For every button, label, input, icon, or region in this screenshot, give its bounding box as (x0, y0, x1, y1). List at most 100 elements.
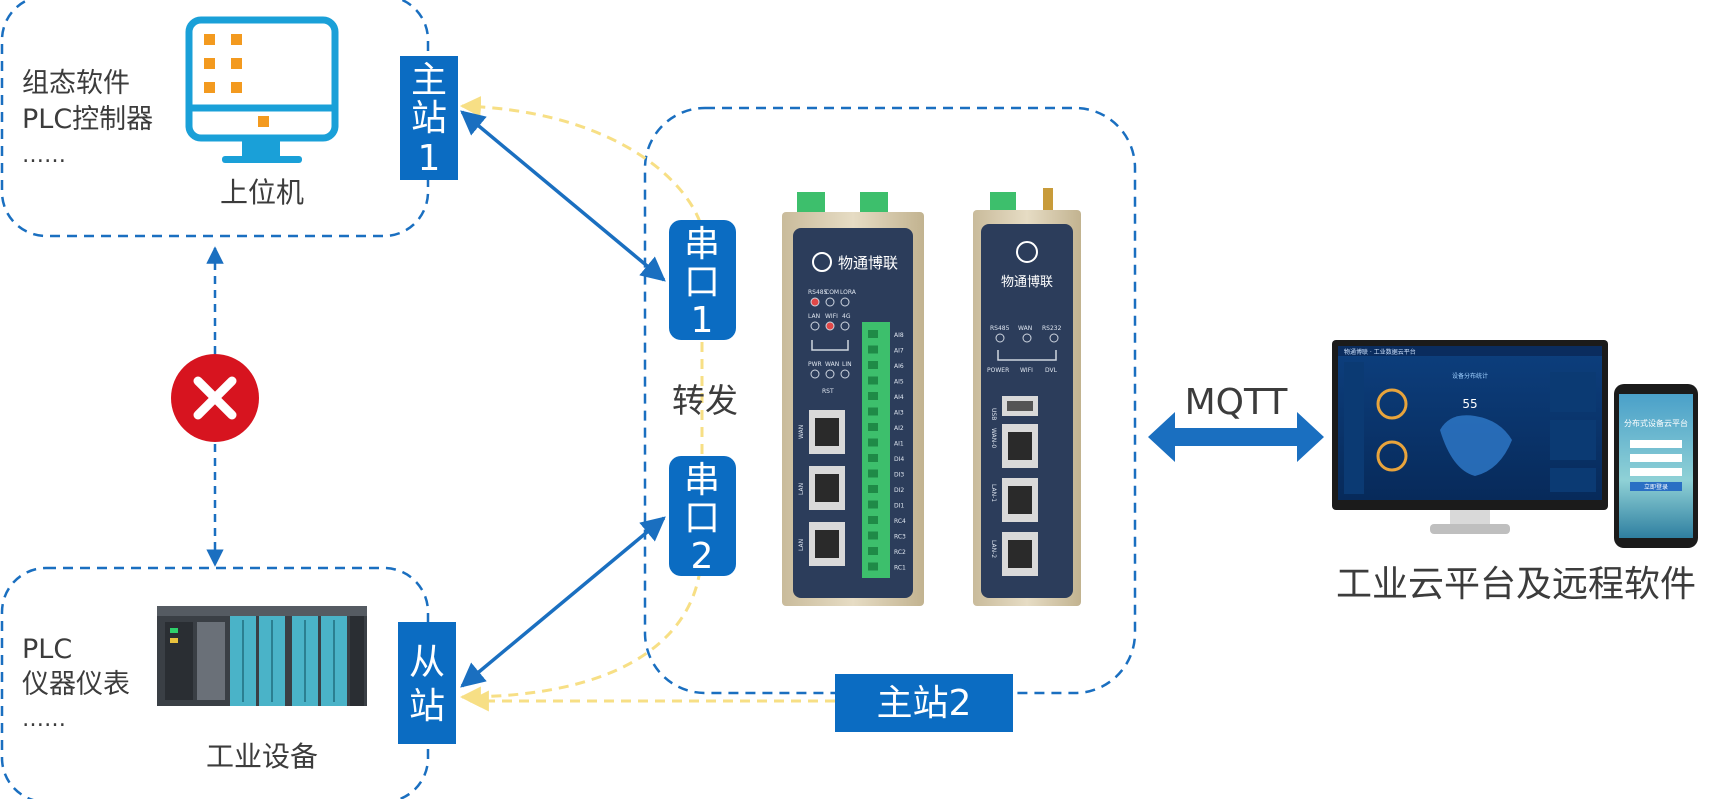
left-rst-label: RST (822, 388, 834, 395)
cloud-mobile-phone: 分布式设备云平台 立即登录 (1614, 384, 1698, 548)
left-led-label-1-1: RS485 (808, 289, 828, 296)
terminal-screw (868, 438, 878, 447)
left-led-label-3-1: PWR (808, 361, 822, 368)
left-led-label-2-3: 4G (842, 313, 851, 320)
x-mark-icon (171, 354, 259, 442)
phone-login-button: 立即登录 (1644, 483, 1668, 491)
left-led-label-3-2: WAN (825, 361, 839, 368)
serial2-char-1: 串 (684, 460, 720, 501)
left-unit-brand: 物通博联 (838, 254, 898, 272)
left-led-label-1-3: LORA (840, 289, 857, 296)
terminal-label: RC2 (894, 549, 906, 556)
serial2-char-2: 口 (684, 498, 720, 539)
serial1-char-2: 口 (684, 262, 720, 303)
dashboard-number: 55 (1462, 397, 1477, 411)
master-station-2-tag: 主站2 (835, 674, 1013, 732)
terminal-screw (868, 516, 878, 524)
right-port-label-1: USB (990, 408, 997, 420)
right-led2-label-3: DVL (1045, 367, 1058, 374)
upper-computer-caption: 上位机 (220, 176, 304, 209)
master1-char-3: 1 (418, 138, 441, 179)
terminal-screw (868, 407, 878, 416)
field-device-caption: 工业设备 (206, 740, 318, 773)
phone-title: 分布式设备云平台 (1624, 418, 1688, 428)
terminal-label: AI4 (894, 394, 904, 401)
right-port-label-2: WAN-0 (990, 428, 997, 448)
slave-char-2: 站 (409, 686, 445, 727)
terminal-screw (868, 376, 878, 385)
terminal-screw (868, 500, 878, 509)
mqtt-double-arrow (1148, 412, 1324, 462)
terminal-screw (868, 454, 878, 462)
left-led-label-3-3: LIN (842, 361, 852, 368)
left-port-label-2: LAN (798, 483, 805, 495)
left-led-label-1-2: COM (825, 289, 839, 296)
upper-computer-line-2: PLC控制器 (22, 104, 153, 135)
right-led2-label-2: WIFI (1020, 367, 1033, 374)
serial-port-2-tag: 串 口 2 (669, 456, 736, 577)
field-device-line-2: 仪器仪表 (22, 669, 130, 700)
terminal-screw (868, 485, 878, 493)
cloud-dashboard-monitor: 物通博联 · 工业数据云平台 设备分布统计 55 (1332, 340, 1608, 534)
master2-label: 主站2 (877, 683, 972, 724)
gateway-device-left: 物通博联 RS485 COM LORA LAN WIFI 4G PWR WAN … (782, 192, 924, 606)
upper-computer-line-1: 组态软件 (22, 68, 130, 99)
terminal-labels: AI8AI7AI6AI5AI4AI3AI2AI1DI4DI3DI2DI1RC4R… (894, 332, 906, 572)
left-port-label-1: WAN (798, 425, 805, 439)
terminal-label: AI5 (894, 379, 904, 386)
terminal-label: AI6 (894, 363, 904, 370)
terminal-label: AI8 (894, 332, 904, 339)
master1-char-2: 站 (411, 98, 447, 139)
terminal-label: AI2 (894, 425, 904, 432)
field-device-line-1: PLC (22, 634, 72, 665)
terminal-label: RC4 (894, 518, 906, 525)
terminal-label: DI4 (894, 456, 904, 463)
serial2-char-3: 2 (691, 536, 714, 577)
right-unit-brand: 物通博联 (1001, 275, 1053, 290)
terminal-screw (868, 345, 878, 354)
slave-station-tag: 从 站 (398, 622, 456, 744)
terminal-label: AI1 (894, 441, 904, 448)
serial1-char-1: 串 (684, 224, 720, 265)
terminal-screw (868, 469, 878, 478)
field-device-line-3: …… (22, 707, 66, 732)
right-led2-label-1: POWER (987, 367, 1009, 374)
terminal-screws (868, 330, 878, 571)
slave-char-1: 从 (409, 642, 445, 683)
terminal-screw (868, 562, 878, 571)
terminal-screw (868, 392, 878, 400)
master-station-1-tag: 主 站 1 (400, 56, 458, 180)
master1-char-1: 主 (411, 60, 447, 101)
terminal-label: DI2 (894, 487, 904, 494)
terminal-label: AI7 (894, 348, 904, 355)
terminal-label: RC3 (894, 534, 906, 541)
terminal-label: RC1 (894, 565, 906, 572)
mqtt-label: MQTT (1185, 382, 1289, 423)
right-port-label-3: LAN-1 (990, 484, 997, 502)
serial1-char-3: 1 (691, 300, 714, 341)
terminal-screw (868, 330, 878, 338)
terminal-screw (868, 547, 878, 555)
yellow-forward-path-top (459, 96, 702, 223)
terminal-screw (868, 423, 878, 431)
left-port-label-3: LAN (798, 539, 805, 551)
plc-rack-icon (157, 606, 367, 706)
terminal-label: AI3 (894, 410, 904, 417)
right-led-label-2: WAN (1018, 325, 1032, 332)
right-led-label-3: RS232 (1042, 325, 1062, 332)
arrow-slave-serial2 (460, 516, 666, 688)
dashboard-title: 物通博联 · 工业数据云平台 (1344, 348, 1416, 356)
right-led-label-1: RS485 (990, 325, 1010, 332)
gateway-device-right: 物通博联 RS485 WAN RS232 POWER WIFI DVL USB … (973, 188, 1081, 606)
terminal-label: DI3 (894, 472, 904, 479)
right-port-label-4: LAN-2 (990, 540, 997, 558)
forward-label: 转发 (672, 381, 738, 420)
terminal-screw (868, 361, 878, 369)
left-led-label-2-2: WIFI (825, 313, 838, 320)
cloud-caption: 工业云平台及远程软件 (1336, 564, 1696, 605)
monitor-icon (185, 16, 339, 163)
left-led-label-2-1: LAN (808, 313, 820, 320)
terminal-screw (868, 531, 878, 540)
serial-port-1-tag: 串 口 1 (669, 220, 736, 341)
